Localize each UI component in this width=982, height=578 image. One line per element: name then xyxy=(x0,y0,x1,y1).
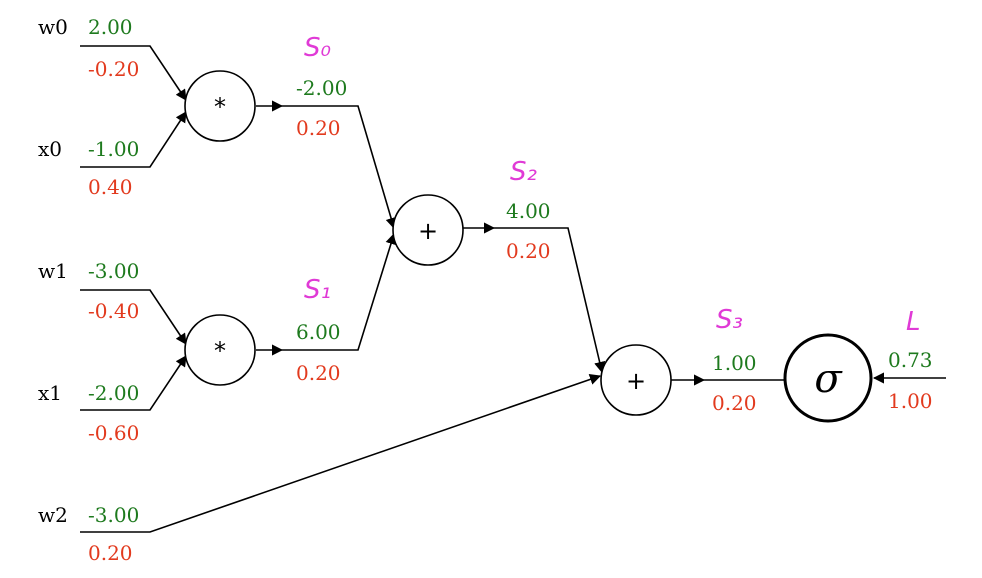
annotation-loss: L xyxy=(906,307,921,337)
input-x1-value: -2.00 xyxy=(88,381,139,405)
annotation-s1: S₁ xyxy=(304,275,331,305)
input-x1-name: x1 xyxy=(38,381,62,405)
edge-s0-value: -2.00 xyxy=(296,76,347,100)
edge-s2-value: 4.00 xyxy=(506,199,551,223)
edge-s1-grad: 0.20 xyxy=(296,361,341,385)
output-value: 0.73 xyxy=(888,348,933,372)
input-w2-name: w2 xyxy=(38,503,68,527)
mul-node-0: * xyxy=(184,70,256,142)
annotation-s3: S₃ xyxy=(716,305,743,335)
input-w0-grad: -0.20 xyxy=(88,57,139,81)
mul-node-1: * xyxy=(184,314,256,386)
annotation-s2: S₂ xyxy=(510,157,537,187)
sigmoid-node: σ xyxy=(783,333,873,423)
edge-s2-grad: 0.20 xyxy=(506,239,551,263)
wire-w0 xyxy=(80,45,187,101)
input-w0-name: w0 xyxy=(38,15,68,39)
input-x1-grad: -0.60 xyxy=(88,421,139,445)
edge-s3-value: 1.00 xyxy=(712,351,757,375)
add-node-0: + xyxy=(392,194,464,266)
output-grad: 1.00 xyxy=(888,389,933,413)
edge-s1-value: 6.00 xyxy=(296,320,341,344)
wire-x0 xyxy=(80,111,187,168)
edge-s0-grad: 0.20 xyxy=(296,116,341,140)
add-node-1-symbol: + xyxy=(626,367,646,395)
input-x0-value: -1.00 xyxy=(88,137,139,161)
input-x0-name: x0 xyxy=(38,137,62,161)
wire-x1 xyxy=(80,355,187,411)
wire-w2 xyxy=(80,374,602,533)
input-w1-value: -3.00 xyxy=(88,259,139,283)
edge-s3-grad: 0.20 xyxy=(712,391,757,415)
input-w2-value: -3.00 xyxy=(88,503,139,527)
mul-node-1-symbol: * xyxy=(214,337,226,365)
input-x0-grad: 0.40 xyxy=(88,175,133,199)
add-node-0-symbol: + xyxy=(418,217,438,245)
input-w1-name: w1 xyxy=(38,259,68,283)
annotation-s0: S₀ xyxy=(304,33,332,63)
input-w1-grad: -0.40 xyxy=(88,299,139,323)
wire-w1 xyxy=(80,289,187,345)
wire-s0-line xyxy=(282,105,397,230)
wire-s1-line xyxy=(282,232,397,351)
mul-node-0-symbol: * xyxy=(214,93,226,121)
add-node-1: + xyxy=(600,344,672,416)
input-w2-grad: 0.20 xyxy=(88,541,133,565)
wire-s2-line xyxy=(494,227,606,374)
sigmoid-node-symbol: σ xyxy=(814,356,843,402)
input-w0-value: 2.00 xyxy=(88,15,133,39)
